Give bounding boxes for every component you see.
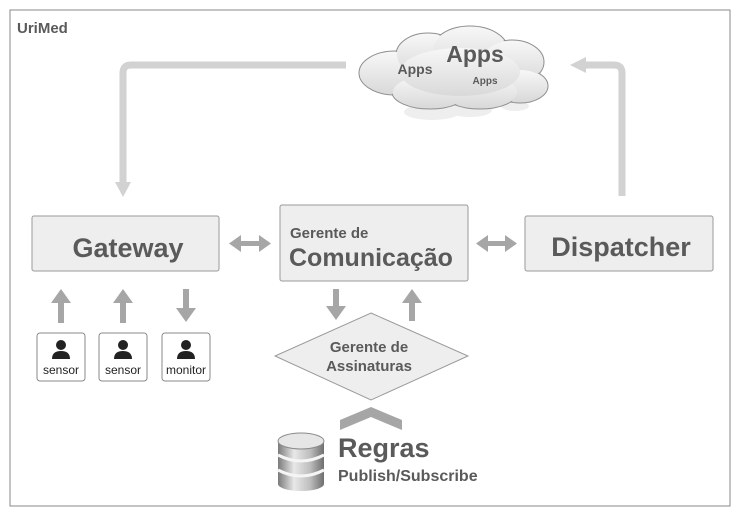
rules-title: Regras: [338, 433, 430, 463]
gateway-box: [31, 215, 220, 272]
gateway-label: Gateway: [72, 233, 183, 263]
dispatcher-box: [524, 215, 714, 272]
subscription-manager-line1: Gerente de: [330, 339, 408, 356]
comm-to-subscription-down-arrow: [326, 289, 346, 320]
rules-to-subscription-chevron: [340, 407, 402, 430]
sensor2-up-arrow: [113, 289, 133, 323]
cloud-label-left: Apps: [398, 61, 433, 77]
monitor-down-arrow: [176, 289, 196, 322]
database-icon: [277, 432, 325, 491]
gateway-comm-double-arrow: [229, 235, 271, 252]
apps-to-gateway-flow: [115, 61, 346, 197]
device-label: sensor: [43, 363, 79, 377]
cloud-label-small: Apps: [473, 76, 498, 87]
comm-subscription-arrows: [326, 289, 422, 321]
device-label: sensor: [105, 363, 141, 377]
person-icon: [177, 340, 195, 359]
dispatcher-label: Dispatcher: [551, 232, 691, 262]
device-sensor-1: sensor: [36, 332, 86, 382]
subscription-to-comm-up-arrow: [402, 289, 422, 321]
communication-manager-line1: Gerente de: [290, 225, 368, 242]
sensor1-up-arrow: [51, 289, 71, 323]
dispatcher-to-apps-flow: [570, 57, 626, 196]
subscription-manager-line2: Assinaturas: [326, 358, 412, 375]
device-label: monitor: [166, 363, 206, 377]
device-monitor: monitor: [161, 332, 211, 382]
communication-manager-line2: Comunicação: [289, 244, 453, 272]
frame-title: UriMed: [17, 20, 68, 37]
communication-manager-box: [279, 204, 469, 282]
person-icon: [114, 340, 132, 359]
device-sensor-2: sensor: [98, 332, 148, 382]
subscription-manager-diamond: [273, 312, 470, 401]
apps-cloud-icon: [358, 25, 549, 120]
rules-subtitle: Publish/Subscribe: [338, 468, 478, 485]
comm-dispatcher-double-arrow: [476, 235, 517, 252]
person-icon: [52, 340, 70, 359]
device-arrows: [51, 289, 196, 323]
cloud-label-big: Apps: [446, 41, 504, 67]
